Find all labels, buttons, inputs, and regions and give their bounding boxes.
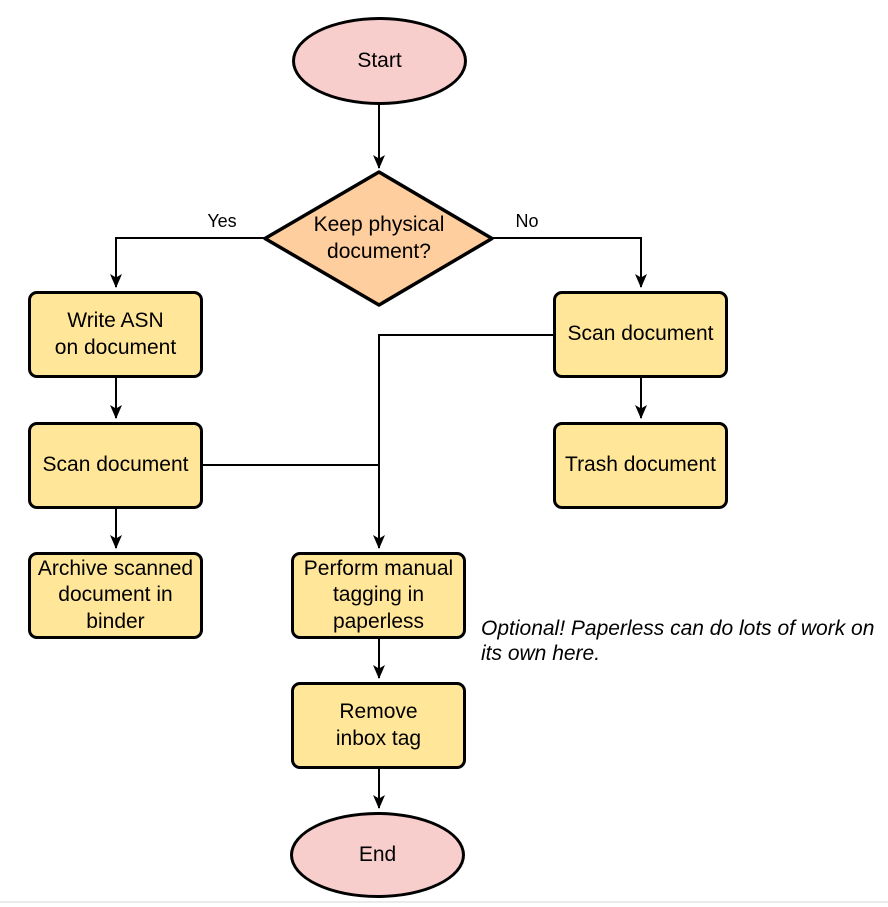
node-start-label: Start [357, 48, 402, 72]
node-archive-binder: Archive scanned document in binder [28, 552, 203, 639]
edge-scan-right-to-tagging [373, 334, 553, 549]
decision-diamond-shape [263, 170, 494, 307]
edge-label-yes-text: Yes [207, 211, 237, 231]
node-trash-document-label: Trash document [565, 453, 716, 477]
node-scan-document-left-label: Scan document [42, 453, 189, 477]
node-scan-document-right-label: Scan document [567, 322, 714, 346]
node-decision-label-box: Keep physical document? [276, 172, 482, 305]
annotation-optional-note: Optional! Paperless can do lots of work … [481, 590, 881, 667]
node-write-asn: Write ASN on document [28, 291, 203, 378]
node-manual-tagging-label: Perform manual tagging in paperless [303, 557, 454, 633]
node-start: Start [292, 17, 467, 105]
annotation-optional-note-text: Optional! Paperless can do lots of work … [481, 616, 875, 666]
node-trash-document: Trash document [553, 422, 728, 509]
edge-label-no-text: No [515, 211, 539, 231]
node-end-label: End [358, 842, 397, 866]
node-end: End [290, 812, 465, 898]
edge-decision-to-write-asn [110, 237, 265, 288]
node-decision-label: Keep physical document? [313, 213, 445, 263]
node-manual-tagging: Perform manual tagging in paperless [291, 552, 466, 639]
edge-decision-to-scan-right [492, 237, 647, 288]
node-scan-document-right: Scan document [553, 291, 728, 378]
edge-label-no: No [497, 211, 557, 232]
edge-label-yes: Yes [192, 211, 252, 232]
node-write-asn-label: Write ASN on document [54, 309, 177, 359]
node-remove-inbox-tag-label: Remove inbox tag [335, 700, 422, 750]
node-archive-binder-label: Archive scanned document in binder [37, 557, 194, 633]
node-remove-inbox-tag: Remove inbox tag [291, 682, 466, 769]
page-bottom-divider [0, 901, 888, 903]
node-scan-document-left: Scan document [28, 422, 203, 509]
